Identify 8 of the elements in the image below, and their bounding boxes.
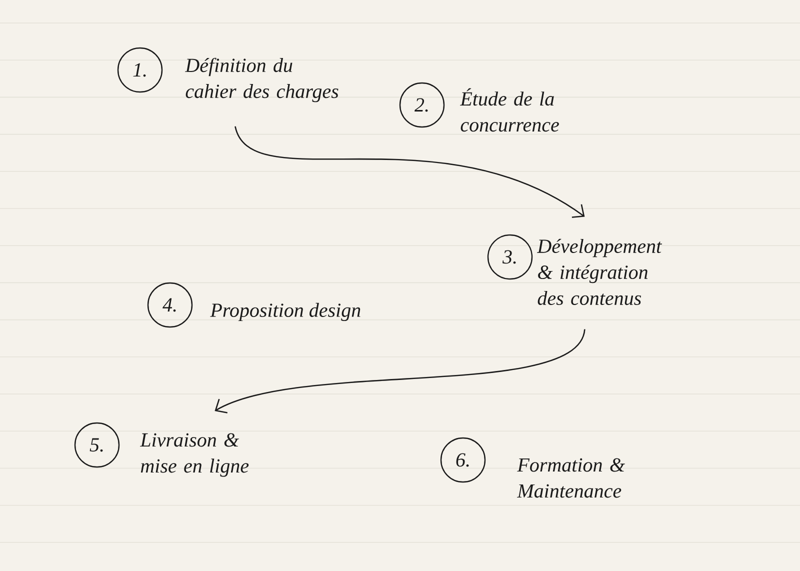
curved-arrow xyxy=(234,126,585,218)
step-label: Livraison & mise en ligne xyxy=(140,433,249,477)
curved-arrow xyxy=(214,329,586,414)
step-label: Formation & Maintenance xyxy=(516,458,625,498)
step-label: Définition du cahier des charges xyxy=(184,58,338,102)
step-label: Étude de la concurrence xyxy=(460,88,559,132)
step-label: Proposition design xyxy=(210,302,360,322)
step-label: Développement & intégration des contenus xyxy=(536,238,662,306)
